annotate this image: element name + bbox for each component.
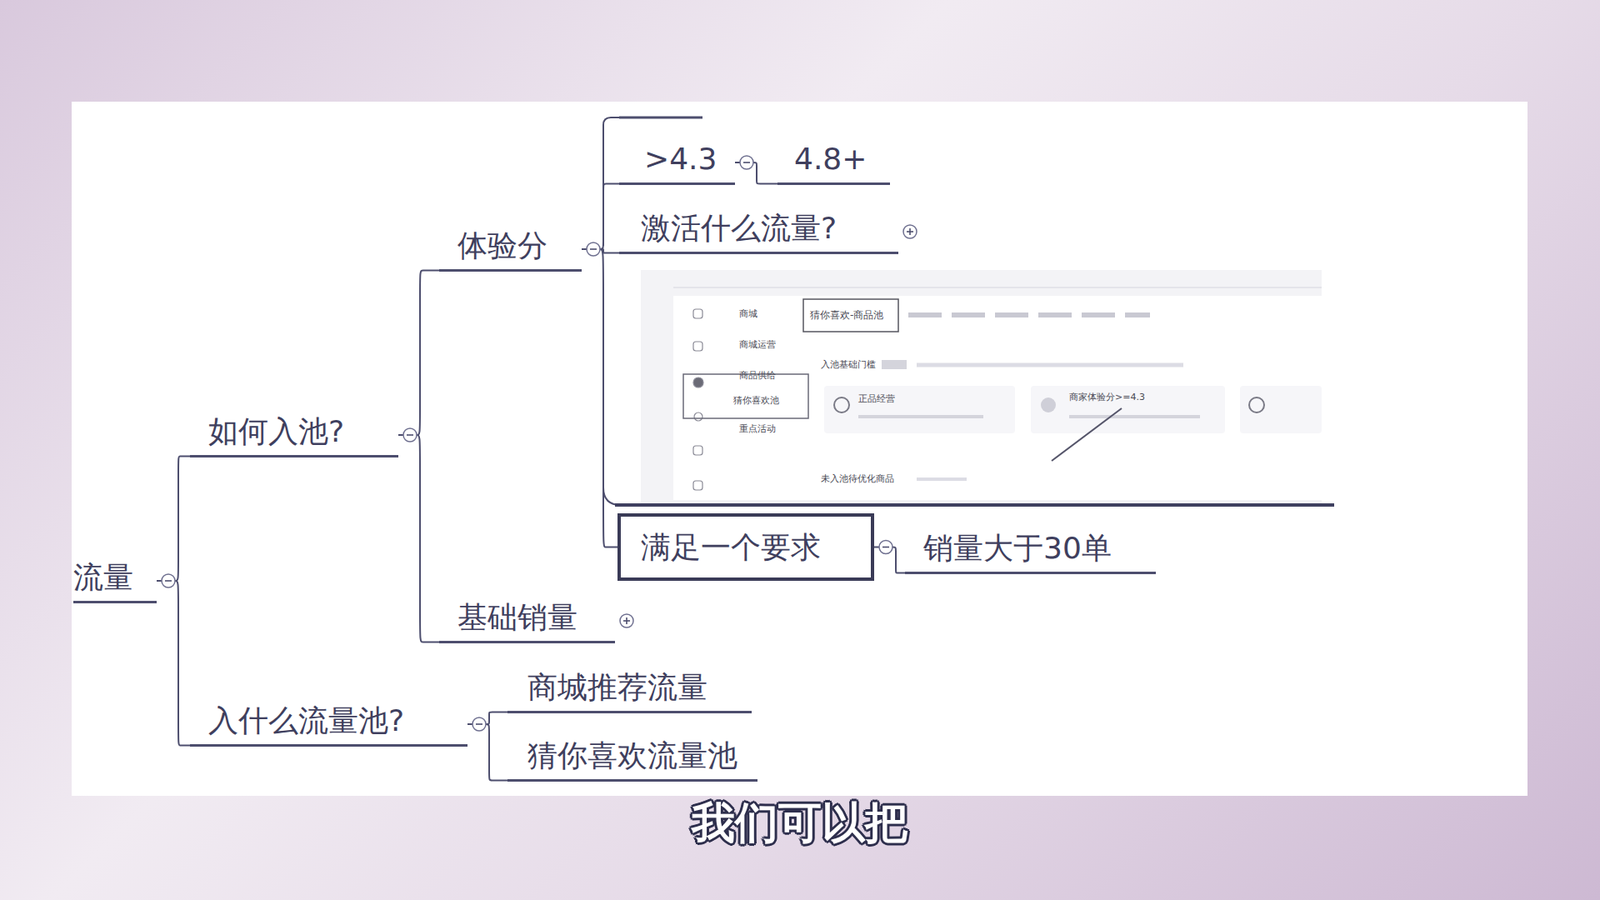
leaf-topic: 商城推荐流量 <box>507 668 752 714</box>
screenshot-text: 商家体验分>=4.3 <box>1069 391 1145 404</box>
strike-mark <box>1051 408 1122 461</box>
topic-text: 如何入池? <box>208 412 345 450</box>
leaf-topic: >4.3 <box>619 140 735 185</box>
screenshot-card <box>673 295 1322 500</box>
sidebar-icon <box>693 377 704 388</box>
leaf-topic: 猜你喜欢流量池 <box>507 736 758 782</box>
topic-text: 商城推荐流量 <box>527 668 708 706</box>
leaf-topic: 销量大于30单 <box>905 529 1156 575</box>
highlight-box-topic: 满足一个要求 <box>617 513 875 581</box>
topic-text: 体验分 <box>457 226 548 265</box>
marker-ring <box>740 155 754 170</box>
threshold-card <box>1240 385 1322 434</box>
branch-connector <box>156 456 190 582</box>
badge <box>881 360 907 370</box>
hint-text-bar <box>916 477 967 481</box>
marker-ring <box>472 717 486 731</box>
topic-text: 猜你喜欢流量池 <box>527 736 738 775</box>
sidebar-icon <box>694 412 703 421</box>
expand-button <box>620 614 634 628</box>
marker-bar <box>625 617 628 625</box>
collapse-button <box>740 155 754 170</box>
topic-text: 满足一个要求 <box>640 528 821 566</box>
topic-text: 入什么流量池? <box>208 701 405 740</box>
topic-text: >4.3 <box>644 140 717 178</box>
branch-connector <box>467 724 508 781</box>
leaf-topic: 激活什么流量? <box>619 209 899 255</box>
marker-ring <box>586 242 600 256</box>
sidebar-icon <box>693 309 703 319</box>
screenshot-text: 猜你喜欢-商品池 <box>810 309 884 321</box>
sidebar-icon <box>693 445 703 455</box>
screenshot-rule <box>673 286 1322 289</box>
branch-connector <box>398 435 440 643</box>
topic-text: 基础销量 <box>457 598 578 636</box>
marker-bar <box>165 580 172 582</box>
branch-topic: 入什么流量池? <box>190 701 468 747</box>
threshold-card <box>1030 385 1225 434</box>
branch-topic: 基础销量 <box>439 598 615 644</box>
marker-bar <box>590 248 597 250</box>
collapse-button <box>879 540 893 555</box>
sidebar-icons <box>693 309 704 490</box>
marker-bar <box>909 228 911 235</box>
marker-ring <box>161 574 175 588</box>
collapse-button <box>161 574 175 588</box>
screenshot-text: 猜你喜欢池 <box>733 395 780 407</box>
marker-bar <box>406 434 414 436</box>
topic-text: 流量 <box>73 558 134 596</box>
screenshot-text: 未入池待优化商品 <box>820 473 895 485</box>
branch-topic: 如何入池? <box>190 412 399 458</box>
screenshot-frame <box>640 270 1322 504</box>
tab-box <box>803 299 899 332</box>
branch-line <box>603 487 621 505</box>
card-text-bar <box>1069 415 1200 419</box>
marker-bar <box>743 161 750 164</box>
marker-ring <box>879 540 893 555</box>
tab-strip <box>908 312 1150 318</box>
branch-connector <box>398 270 440 436</box>
image-node-underline <box>615 503 1335 507</box>
sidebar-icon <box>693 341 703 351</box>
collapse-button <box>403 428 417 442</box>
marker-ring <box>620 614 634 628</box>
screenshot-text: 重点活动 <box>739 423 776 435</box>
marker-bar <box>882 546 890 549</box>
marker-ring <box>903 225 917 239</box>
sidebar-icon <box>693 480 703 490</box>
card-icon <box>1249 397 1265 413</box>
branch-connector <box>581 184 620 250</box>
marker-bar <box>475 723 483 725</box>
hint-text-bar <box>916 363 1184 368</box>
threshold-card <box>824 385 1015 434</box>
card-icon <box>834 397 850 413</box>
topic-text: 销量大于30单 <box>923 529 1112 567</box>
marker-ring <box>403 428 417 442</box>
hidden-node-underline <box>619 116 703 120</box>
screenshot-text: 入池基础门槛 <box>820 359 876 371</box>
video-subtitle: 我们可以把 <box>691 796 909 849</box>
card-icon <box>1040 397 1056 413</box>
expand-button <box>903 225 917 239</box>
branch-connector <box>581 249 618 548</box>
screenshot-text: 正品经营 <box>858 393 895 405</box>
screenshot-text: 商品供给 <box>739 370 776 382</box>
collapse-button <box>472 717 486 731</box>
card-text-bar <box>858 415 984 419</box>
leaf-topic: 4.8+ <box>777 140 890 185</box>
topic-text: 激活什么流量? <box>640 209 837 247</box>
screenshot-text: 商城运营 <box>739 339 776 351</box>
topic-text: 4.8+ <box>794 140 867 178</box>
root-topic: 流量 <box>73 558 157 604</box>
branch-connector <box>156 580 190 746</box>
collapse-button <box>586 242 600 256</box>
screenshot-text: 商城 <box>739 308 758 320</box>
branch-topic: 体验分 <box>439 226 582 272</box>
